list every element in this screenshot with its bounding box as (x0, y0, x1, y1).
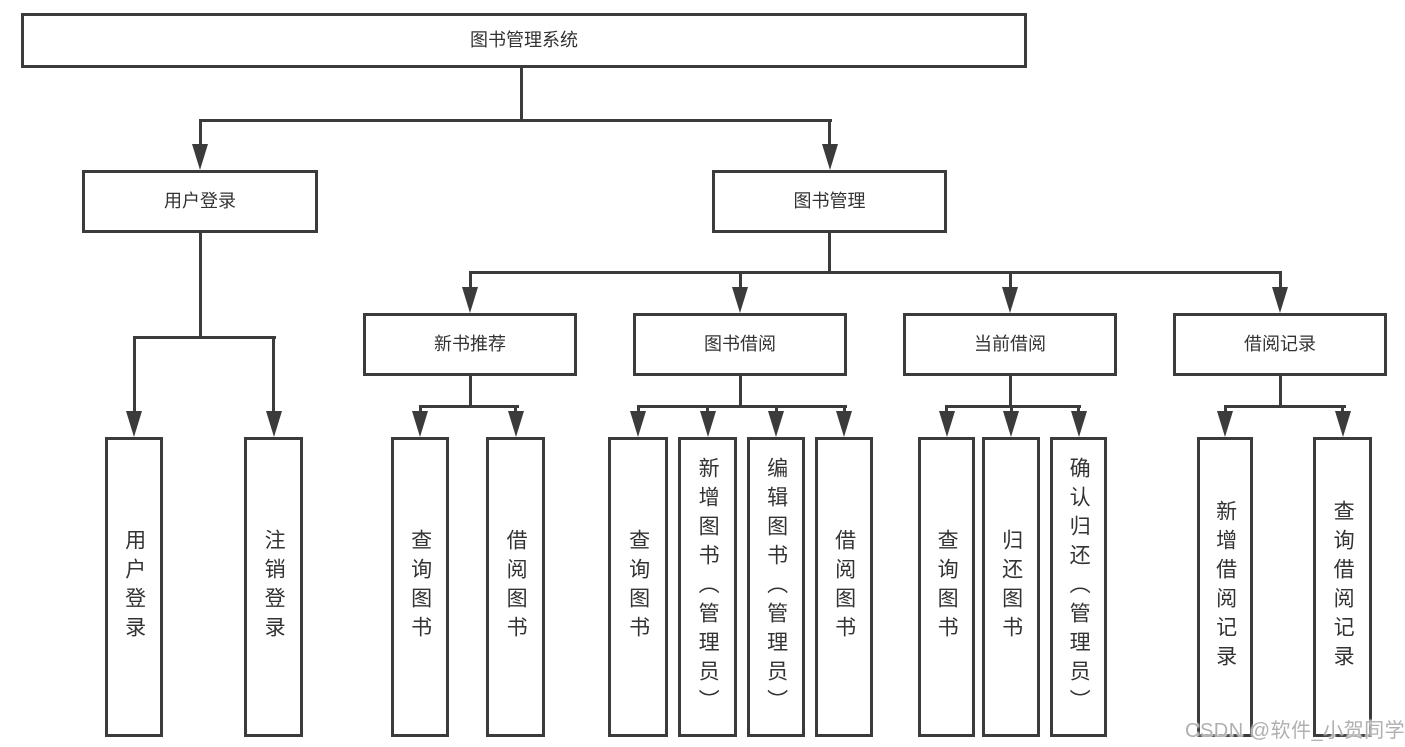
arrow-head (768, 411, 784, 437)
arrow-head (836, 411, 852, 437)
connector-line (636, 405, 640, 413)
node-user-login: 用户登录 (82, 170, 318, 233)
arrow-head (821, 144, 838, 170)
leaf-current-confirm-admin: 确认归还（管理员） (1050, 437, 1107, 737)
arrow-head (630, 411, 646, 437)
connector-line (272, 336, 275, 412)
connector-line (842, 405, 846, 413)
connector-line (198, 119, 832, 122)
node-current-borrow: 当前借阅 (903, 313, 1117, 376)
connector-line (1223, 405, 1346, 408)
leaf-logout: 注销登录 (244, 437, 303, 737)
csdn-watermark: CSDN @软件_小贺同学 (1185, 720, 1405, 742)
node-book-borrow: 图书借阅 (633, 313, 847, 376)
connector-line (1009, 405, 1013, 413)
arrow-head (732, 287, 748, 313)
node-new-book-recommend: 新书推荐 (363, 313, 577, 376)
connector-line (1008, 375, 1012, 408)
connector-line (828, 119, 831, 145)
connector-line (519, 66, 523, 122)
connector-line (198, 233, 202, 339)
leaf-borrow-edit-admin: 编辑图书（管理员） (747, 437, 805, 737)
arrow-head (938, 411, 955, 437)
connector-line (706, 405, 709, 413)
connector-line (1278, 271, 1282, 289)
arrow-head (699, 411, 716, 437)
connector-line (468, 271, 472, 289)
arrow-head (412, 411, 428, 437)
connector-line (198, 119, 202, 145)
connector-line (514, 405, 517, 413)
connector-line (1341, 405, 1344, 413)
node-root: 图书管理系统 (21, 13, 1027, 68)
leaf-current-return: 归还图书 (982, 437, 1040, 737)
connector-line (774, 405, 778, 413)
connector-line (418, 405, 422, 413)
arrow-head (507, 411, 524, 437)
connector-line (1077, 405, 1080, 413)
connector-line (945, 405, 1081, 408)
arrow-head (1002, 287, 1018, 313)
arrow-head (462, 287, 478, 313)
leaf-current-query: 查询图书 (918, 437, 975, 737)
arrow-head (1217, 411, 1233, 437)
connector-line (132, 336, 136, 412)
arrow-head (192, 144, 208, 170)
connector-line (945, 405, 948, 413)
arrow-head (126, 411, 142, 437)
arrow-head (1003, 411, 1019, 437)
connector-line (738, 375, 742, 408)
connector-line (132, 336, 276, 339)
leaf-record-query: 查询借阅记录 (1313, 437, 1372, 737)
leaf-record-add: 新增借阅记录 (1197, 437, 1253, 737)
connector-line (468, 271, 1282, 274)
leaf-borrow-add-admin: 新增图书（管理员） (678, 437, 737, 737)
leaf-borrow-book: 借阅图书 (815, 437, 873, 737)
connector-line (1223, 405, 1227, 413)
connector-line (418, 405, 519, 408)
arrow-head (1070, 411, 1087, 437)
connector-line (738, 271, 742, 289)
leaf-user-login: 用户登录 (105, 437, 163, 737)
node-borrow-record: 借阅记录 (1173, 313, 1387, 376)
arrow-head (1334, 411, 1351, 437)
arrow-head (265, 411, 282, 437)
node-book-management: 图书管理 (712, 170, 947, 233)
connector-line (468, 375, 472, 408)
connector-line (1008, 271, 1012, 289)
leaf-borrow-query: 查询图书 (608, 437, 668, 737)
leaf-newbook-query: 查询图书 (391, 437, 449, 737)
arrow-head (1272, 287, 1288, 313)
leaf-newbook-borrow: 借阅图书 (486, 437, 545, 737)
connector-line (636, 405, 847, 408)
connector-line (1278, 375, 1282, 408)
connector-line (828, 233, 831, 274)
